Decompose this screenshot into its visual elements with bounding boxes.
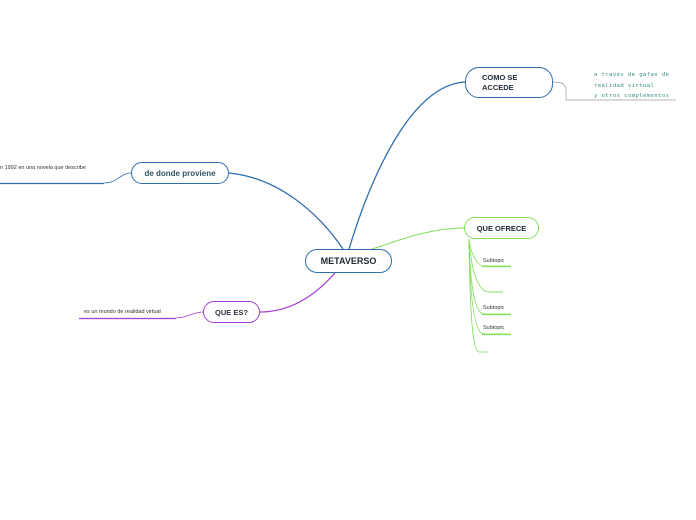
connector-quees-detail bbox=[175, 311, 204, 319]
quees-detail-text: es un mundo de realidad virtual bbox=[84, 309, 161, 315]
subtopic-3[interactable]: Subtopic bbox=[483, 325, 505, 331]
connector-como bbox=[348, 81, 466, 250]
topic-que-ofrece[interactable]: QUE OFRECE bbox=[464, 217, 539, 239]
topic-como-se-accede[interactable]: COMO SE ACCEDE bbox=[465, 67, 553, 98]
topic-como-label-line1: COMO SE bbox=[482, 72, 518, 82]
como-note-text: a través de gafas de realidad virtual y … bbox=[594, 72, 670, 99]
ofrece-branch-5 bbox=[468, 238, 488, 353]
ofrece-branch-2 bbox=[468, 238, 490, 293]
donde-detail-text: n 1992 en una novela que describe bbox=[0, 165, 86, 171]
topic-de-donde-proviene[interactable]: de donde proviene bbox=[131, 162, 229, 184]
connector-quees bbox=[259, 272, 336, 313]
connector-como-note bbox=[552, 81, 676, 101]
connector-donde bbox=[228, 172, 344, 250]
subtopic-2[interactable]: Subtopic bbox=[483, 305, 505, 311]
central-topic[interactable]: METAVERSO bbox=[305, 249, 392, 273]
subtopic-1[interactable]: Subtopic bbox=[483, 258, 505, 264]
connector-ofrece bbox=[371, 227, 465, 250]
connector-donde-detail bbox=[103, 172, 132, 184]
ofrece-branch-4 bbox=[468, 238, 511, 335]
topic-que-es[interactable]: QUE ES? bbox=[203, 301, 260, 323]
topic-como-label-line2: ACCEDE bbox=[482, 82, 514, 92]
